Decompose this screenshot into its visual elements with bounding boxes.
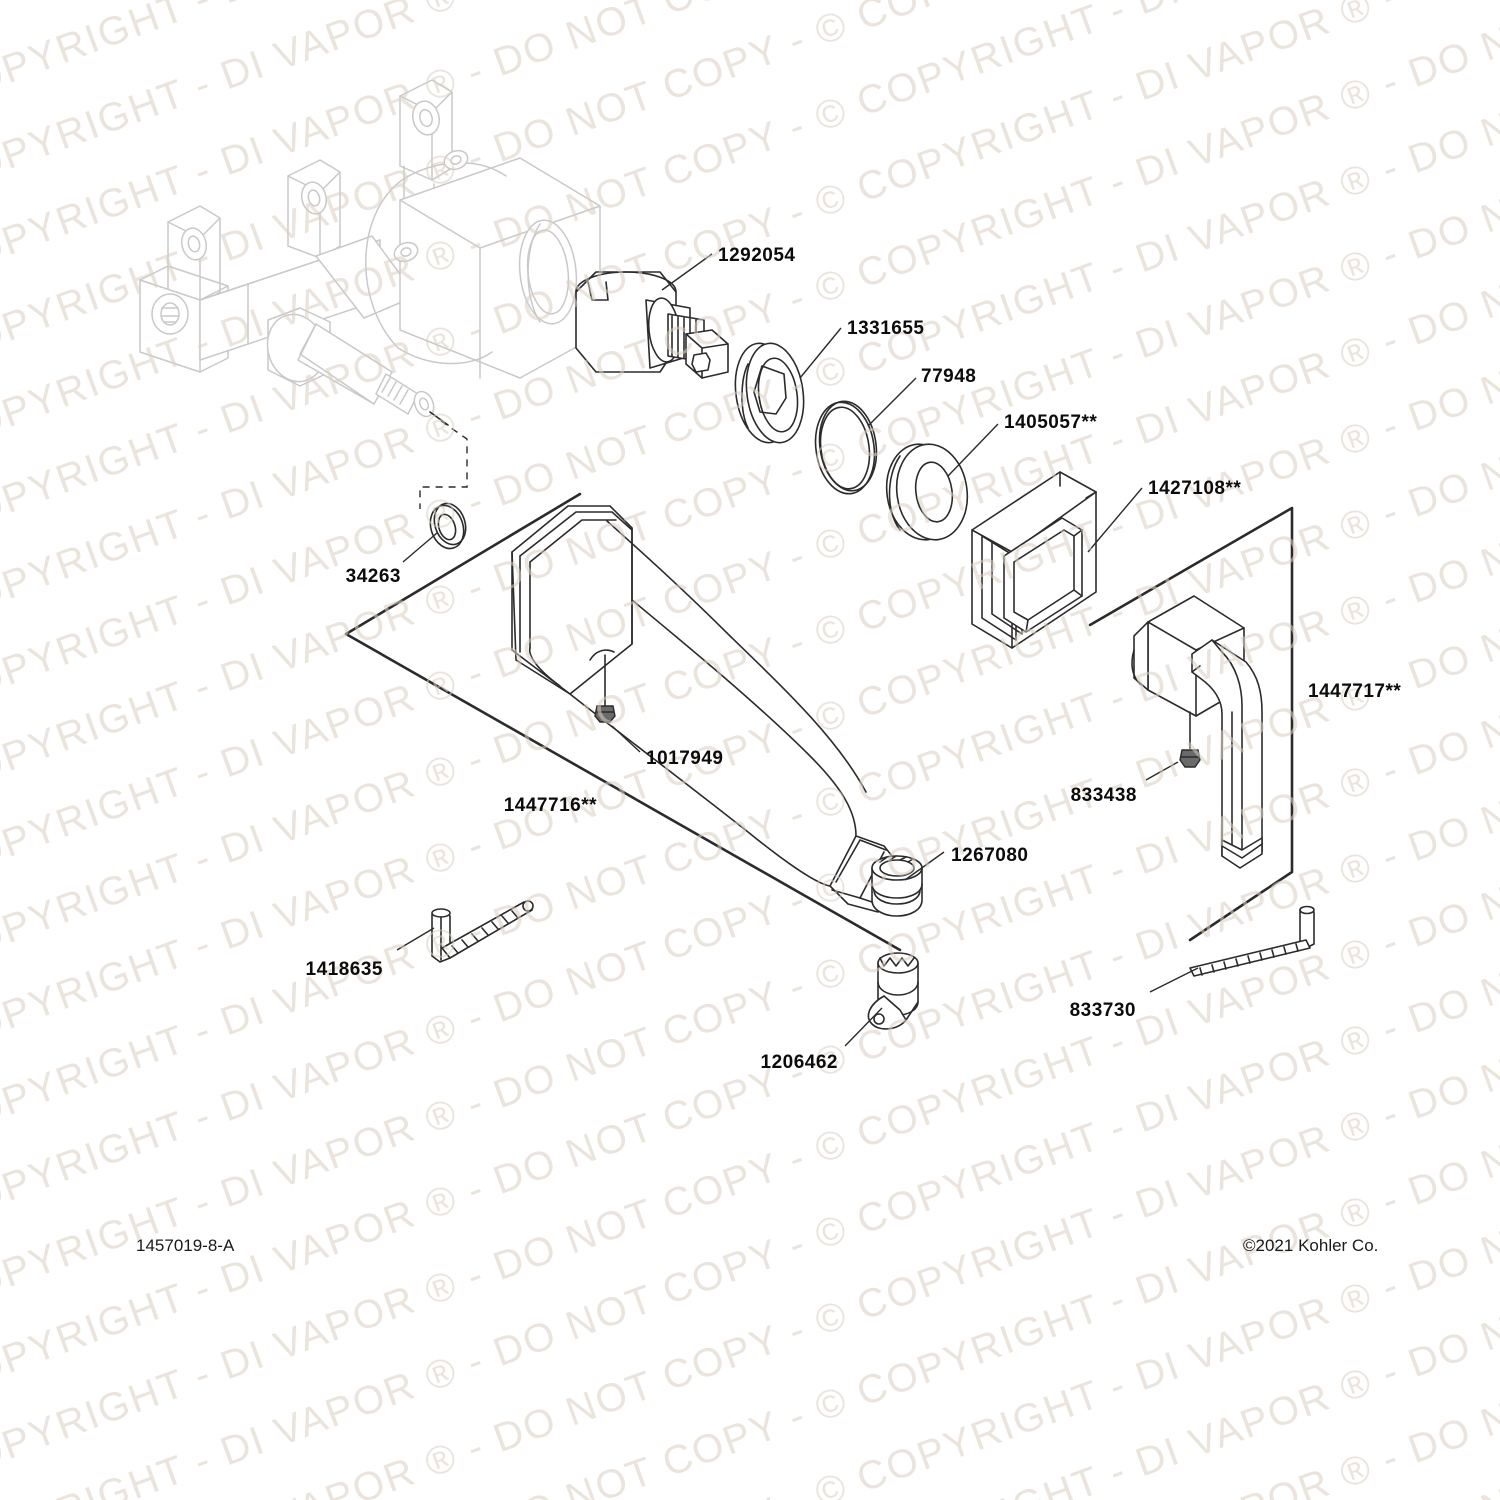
part-label-1447716: 1447716**	[503, 795, 597, 816]
part-833730-hex-key	[1189, 905, 1315, 977]
part-833438-set-screw	[1179, 749, 1201, 768]
part-1206462-aerator-key	[867, 952, 919, 1030]
leader-833438	[1145, 761, 1179, 781]
leader-34263	[402, 532, 438, 563]
part-1292054-cartridge	[575, 271, 729, 379]
part-label-77948: 77948	[921, 366, 977, 387]
part-1447717-handle	[1131, 595, 1263, 869]
leader-1331655	[799, 327, 842, 379]
part-1418635-hex-key	[431, 900, 534, 963]
part-label-833438: 833438	[1070, 785, 1137, 806]
leader-833730	[1149, 967, 1199, 993]
ghost-valve-body	[139, 79, 601, 426]
brand-band: KOHLER DI VAPOR® www.divapor.com	[0, 1300, 1500, 1500]
part-1331655-nut	[734, 342, 805, 444]
part-label-1427108: 1427108**	[1148, 478, 1242, 499]
part-label-1267080: 1267080	[951, 845, 1029, 866]
part-label-1331655: 1331655	[847, 318, 925, 339]
copyright-notice: ©2021 Kohler Co.	[1243, 1236, 1379, 1255]
leader-1292054	[661, 253, 713, 291]
part-label-1206462: 1206462	[760, 1052, 838, 1073]
assembly-dash-path	[419, 420, 468, 509]
part-1017949-set-screw	[594, 705, 616, 723]
leader-1405057	[947, 423, 999, 477]
leader-1427108	[1087, 487, 1143, 553]
part-label-1405057: 1405057**	[1004, 412, 1098, 433]
part-1447716-spout	[511, 505, 901, 913]
leader-1017949	[611, 725, 641, 753]
leader-1418635	[396, 927, 435, 951]
leader-1267080	[904, 851, 945, 881]
part-label-833730: 833730	[1069, 1000, 1136, 1021]
bracket-1447716	[344, 492, 902, 952]
part-77948-o-ring	[814, 400, 878, 495]
part-label-1447717: 1447717**	[1308, 681, 1402, 702]
part-34263-o-ring	[429, 502, 467, 550]
part-1267080-aerator	[871, 855, 923, 917]
bracket-1447717	[1088, 506, 1294, 942]
part-1405057-gasket	[885, 443, 969, 541]
leader-77948	[867, 377, 917, 427]
part-1427108-escutcheon	[971, 471, 1097, 649]
part-label-1017949: 1017949	[646, 748, 724, 769]
drawing-number: 1457019-8-A	[136, 1236, 235, 1255]
leader-1206462	[844, 1007, 883, 1047]
part-label-1292054: 1292054	[718, 245, 796, 266]
part-label-34263: 34263	[345, 566, 401, 587]
part-label-1418635: 1418635	[305, 959, 383, 980]
